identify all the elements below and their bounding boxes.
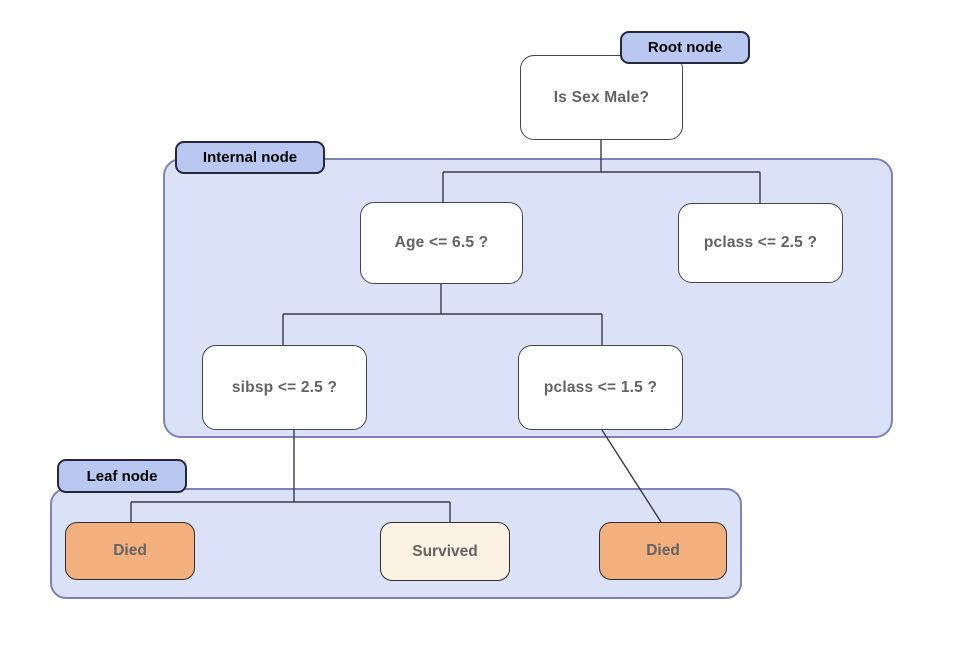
leaf-died-left: Died xyxy=(65,522,195,580)
internal-node-badge: Internal node xyxy=(175,141,325,174)
leaf-died-right: Died xyxy=(599,522,727,580)
node-pclass-left: pclass <= 1.5 ? xyxy=(518,345,683,430)
node-age: Age <= 6.5 ? xyxy=(360,202,523,284)
root-node-badge: Root node xyxy=(620,31,750,64)
node-sibsp: sibsp <= 2.5 ? xyxy=(202,345,367,430)
node-pclass-right: pclass <= 2.5 ? xyxy=(678,203,843,283)
leaf-survived: Survived xyxy=(380,522,510,581)
leaf-node-badge: Leaf node xyxy=(57,459,187,493)
node-is-sex-male: Is Sex Male? xyxy=(520,55,683,140)
